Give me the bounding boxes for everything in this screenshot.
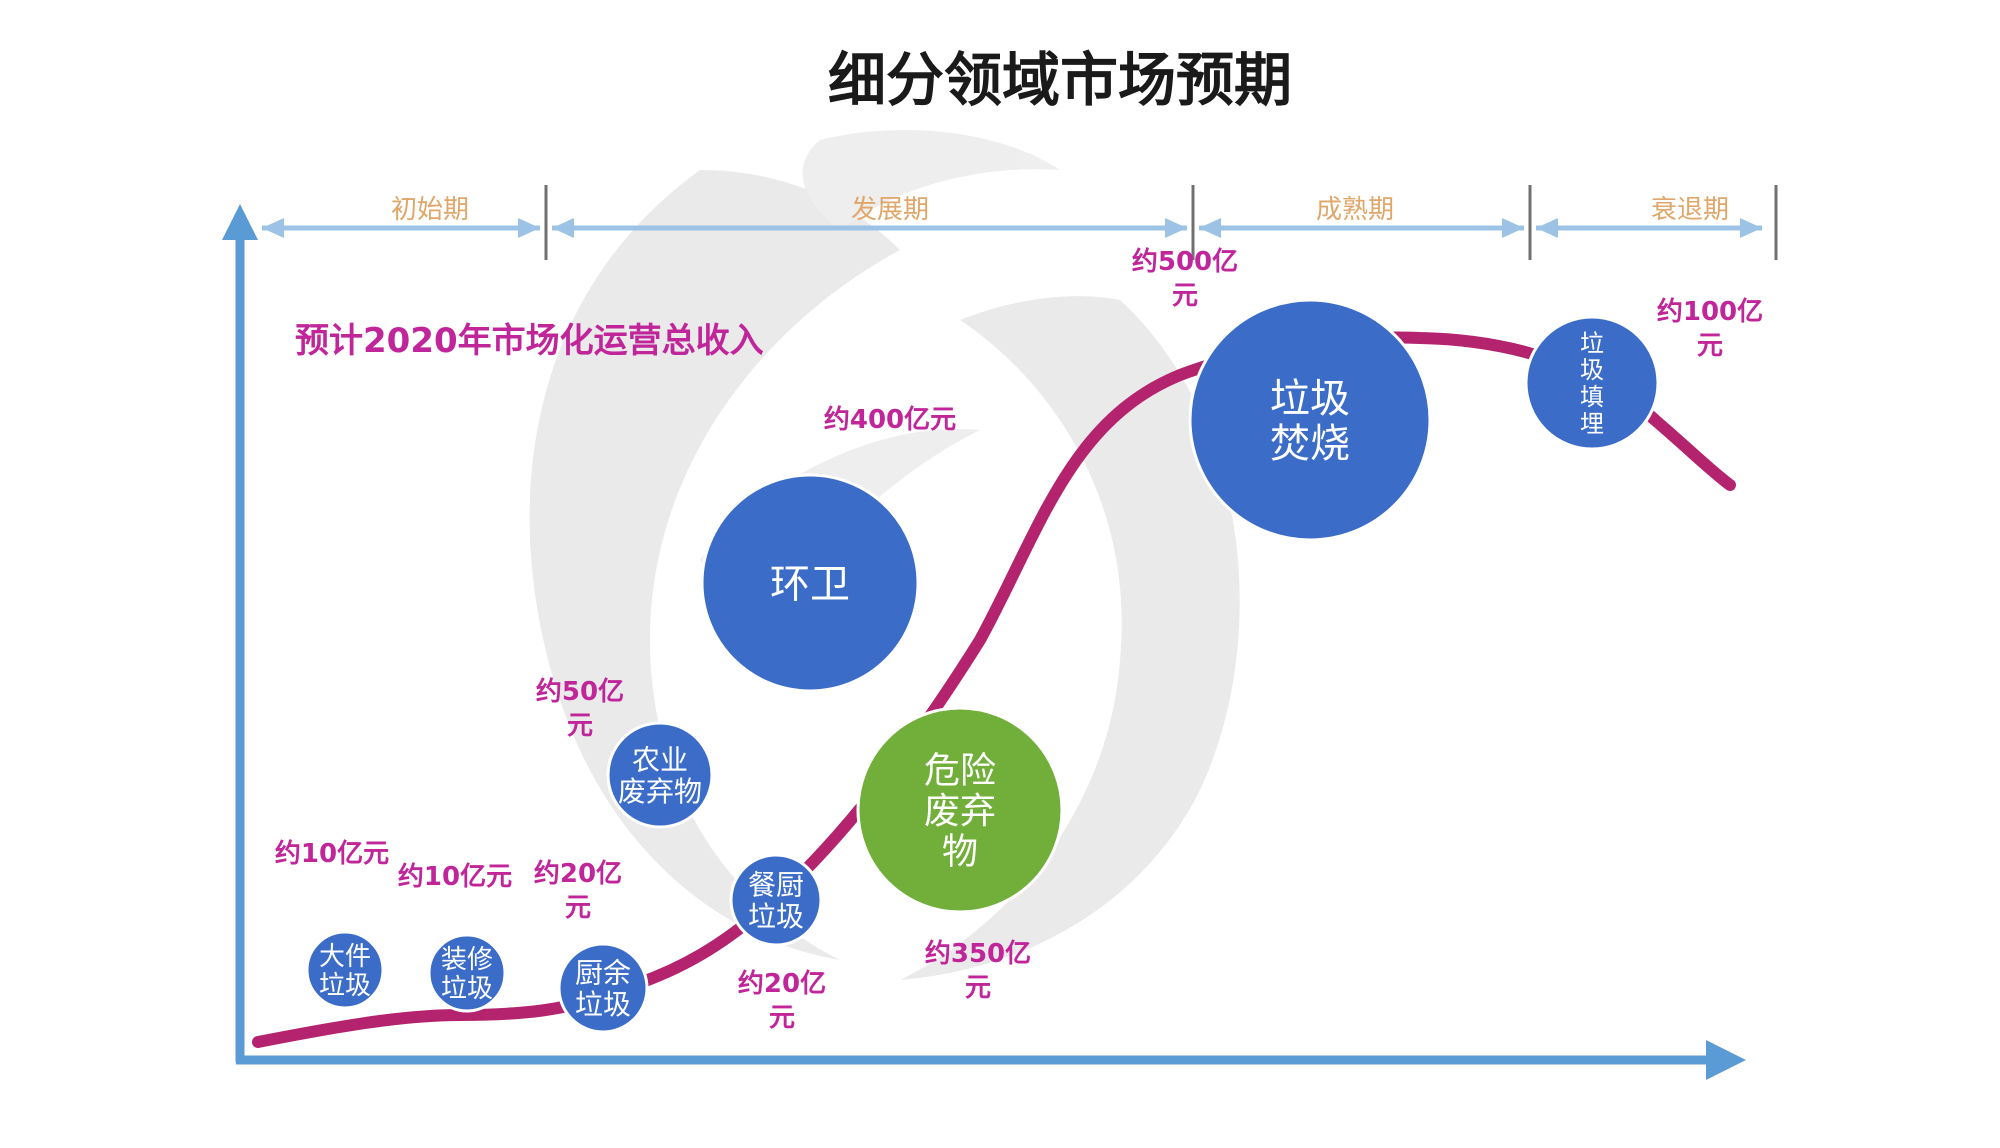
phase-arrow-left xyxy=(552,218,574,238)
bubble-circle xyxy=(700,473,920,693)
bubble-label: 垃圾 xyxy=(1270,376,1350,422)
bubble-label: 危险 xyxy=(924,751,996,792)
bubble-value: 约10亿元 xyxy=(398,861,512,892)
bubble-label: 废弃 xyxy=(924,791,996,832)
bubble-circle xyxy=(1524,315,1660,451)
bubble-label: 垃 xyxy=(1580,329,1604,357)
phase-label: 衰退期 xyxy=(1651,195,1729,225)
bubble-circle xyxy=(729,853,823,947)
value-label: 元 xyxy=(965,973,991,1003)
bubble-label: 物 xyxy=(942,831,978,872)
bubble-circle xyxy=(856,706,1064,914)
value-label: 约50亿 xyxy=(536,676,624,707)
bubble-label: 垃圾 xyxy=(319,971,371,1001)
phase-arrow-left xyxy=(1536,218,1558,238)
phase-label: 初始期 xyxy=(391,195,469,225)
value-label: 元 xyxy=(565,893,591,923)
bubble-label: 厨余 xyxy=(575,956,631,989)
phase-arrow-right xyxy=(518,218,540,238)
value-label: 元 xyxy=(567,711,593,741)
bubble-label: 装修 xyxy=(441,945,493,975)
values-layer: 约10亿元约10亿元约20亿元约50亿元约20亿元约400亿元约350亿元约50… xyxy=(275,246,1763,1033)
phase-arrow-left xyxy=(262,218,284,238)
value-label: 元 xyxy=(769,1003,795,1033)
bubble-label: 餐厨 xyxy=(748,868,804,901)
value-label: 约20亿 xyxy=(738,968,826,999)
phase-arrow-right xyxy=(1165,218,1187,238)
bubble-label: 废弃物 xyxy=(618,775,702,808)
bubble: 环卫 xyxy=(700,473,920,693)
axes xyxy=(222,204,1746,1080)
bubble-label: 农业 xyxy=(632,743,688,776)
bubble-circle xyxy=(557,942,649,1034)
value-label: 约100亿 xyxy=(1657,296,1763,327)
bubble-label: 圾 xyxy=(1580,356,1604,384)
value-label: 约10亿元 xyxy=(398,861,512,892)
phase-segment: 衰退期 xyxy=(1536,195,1762,238)
bubble-label: 环卫 xyxy=(770,561,850,607)
bubble-label: 埋 xyxy=(1580,410,1604,438)
phase-bar: 初始期 发展期 成熟期 衰退期 xyxy=(262,185,1778,260)
bubble-label: 垃圾 xyxy=(575,988,631,1021)
bubble-label: 垃圾 xyxy=(748,900,804,933)
bubble-circle xyxy=(427,933,507,1013)
bubble-label: 垃圾 xyxy=(441,974,493,1004)
phase-segment: 发展期 xyxy=(552,195,1187,238)
phase-arrow-right xyxy=(1502,218,1524,238)
bubble-circle xyxy=(1188,298,1432,542)
phase-label: 成熟期 xyxy=(1316,195,1394,225)
page-title: 细分领域市场预期 xyxy=(828,46,1292,114)
subtitle: 预计2020年市场化运营总收入 xyxy=(295,321,764,361)
phase-segment: 成熟期 xyxy=(1199,195,1524,238)
phase-arrow-left xyxy=(1199,218,1221,238)
market-curve xyxy=(252,331,1736,1048)
bubble-label: 填 xyxy=(1580,383,1604,411)
value-label: 约20亿 xyxy=(534,858,622,889)
value-label: 约500亿 xyxy=(1132,246,1238,277)
bubbles-layer: 大件垃圾装修垃圾厨余垃圾农业废弃物餐厨垃圾环卫危险废弃物垃圾焚烧垃圾填埋 xyxy=(305,298,1660,1034)
phase-label: 发展期 xyxy=(851,195,929,225)
bubble-label: 焚烧 xyxy=(1270,421,1350,467)
bubble-label: 大件 xyxy=(319,942,371,972)
bubble-circle xyxy=(305,930,385,1010)
value-label: 约350亿 xyxy=(925,938,1031,969)
bubble-value: 约400亿元 xyxy=(824,404,956,435)
phase-segment: 初始期 xyxy=(262,195,540,238)
y-axis-arrow xyxy=(222,204,258,240)
bubble-value: 约10亿元 xyxy=(275,838,389,869)
value-label: 约400亿元 xyxy=(824,404,956,435)
phase-arrow-right xyxy=(1740,218,1762,238)
x-axis-arrow xyxy=(1706,1040,1746,1080)
value-label: 约10亿元 xyxy=(275,838,389,869)
value-label: 元 xyxy=(1697,331,1723,361)
value-label: 元 xyxy=(1172,281,1198,311)
bubble-circle xyxy=(606,721,714,829)
